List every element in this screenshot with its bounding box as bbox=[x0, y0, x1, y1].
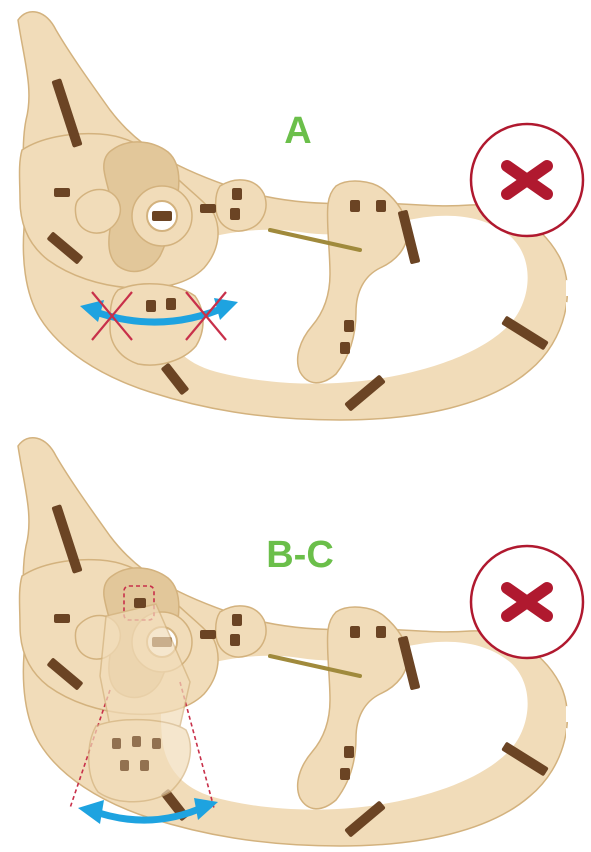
rear-notch bbox=[566, 706, 584, 744]
step-bc-panel: B-C bbox=[0, 426, 591, 852]
step-a-panel: A bbox=[0, 0, 591, 426]
step-a-diagram bbox=[0, 0, 591, 426]
step-label: B-C bbox=[250, 534, 350, 577]
highlighted-pin bbox=[134, 598, 146, 608]
step-bc-diagram bbox=[0, 426, 591, 852]
step-label: A bbox=[268, 110, 328, 153]
x-icon bbox=[471, 546, 583, 658]
x-icon bbox=[471, 124, 583, 236]
rear-notch bbox=[566, 280, 584, 318]
